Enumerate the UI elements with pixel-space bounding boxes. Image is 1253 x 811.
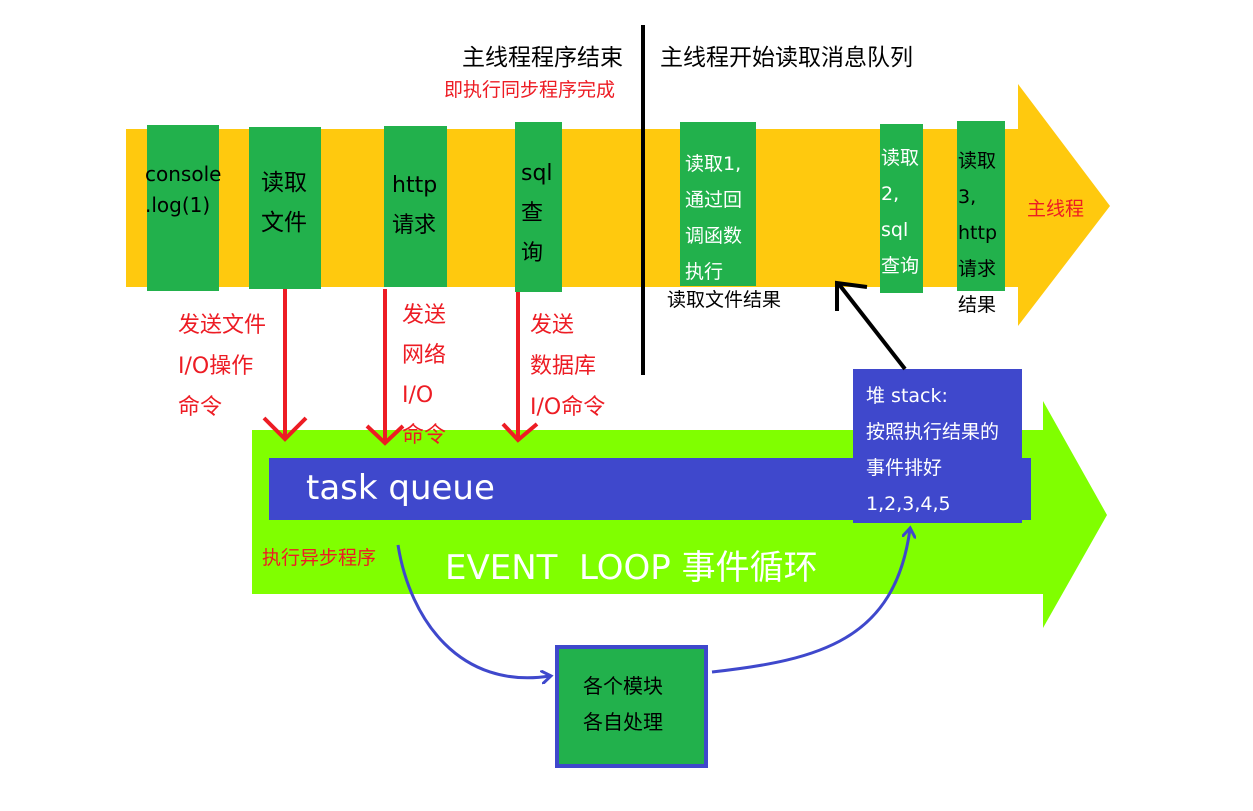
- stack-label: 堆 stack: 按照执行结果的 事件排好 1,2,3,4,5: [866, 385, 1000, 515]
- sync-task-label: console .log(1): [145, 162, 222, 217]
- main-thread-arrow: [126, 84, 1110, 326]
- modules-label: 各个模块 各自处理: [583, 674, 663, 734]
- sync-task-sql-query: sql 查 询: [515, 122, 562, 292]
- sync-task-http-request: http 请求: [384, 126, 447, 287]
- callback-http-result: 读取3, http 请求 结果: [957, 121, 1005, 316]
- main-thread-read-queue-label: 主线程开始读取消息队列: [660, 45, 913, 71]
- sync-task-label: http 请求: [392, 173, 438, 238]
- sync-task-label: sql 查 询: [521, 161, 553, 266]
- blue-arrow-to-modules: [396, 544, 550, 678]
- main-thread-end-sub-label: 即执行同步程序完成: [444, 79, 616, 101]
- async-label: 执行异步程序: [262, 547, 377, 569]
- task-queue-label: task queue: [306, 468, 495, 508]
- sync-task-read-file: 读取 文件: [249, 127, 321, 289]
- modules-box: [555, 645, 708, 768]
- read-file-result-label: 读取文件结果: [667, 289, 782, 311]
- black-return-arrow: [835, 280, 907, 371]
- main-thread-label: 主线程: [1027, 198, 1085, 220]
- blue-arrow-to-stack: [711, 529, 910, 674]
- main-thread-end-label: 主线程程序结束: [462, 45, 623, 71]
- event-loop-label: EVENT LOOP 事件循环: [445, 548, 818, 588]
- command-db-io: 发送 数据库 I/O命令: [530, 313, 606, 420]
- sync-task-console-log: console .log(1): [145, 125, 222, 291]
- callback-sql-query: 读取 2, sql 查询: [880, 124, 923, 293]
- red-arrows: [262, 289, 539, 446]
- callback-label: 读取1, 通过回 调函数 执行: [685, 153, 743, 283]
- command-file-io: 发送文件 I/O操作 命令: [178, 313, 267, 420]
- stack-box: [853, 369, 1022, 523]
- command-network-io: 发送 网络 I/O 命令: [402, 303, 447, 448]
- callback-label: 读取3, http 请求 结果: [958, 150, 998, 316]
- callback-read-file: 读取1, 通过回 调函数 执行: [680, 122, 756, 286]
- callback-label: 读取 2, sql 查询: [881, 147, 920, 277]
- sync-task-label: 读取 文件: [261, 170, 307, 236]
